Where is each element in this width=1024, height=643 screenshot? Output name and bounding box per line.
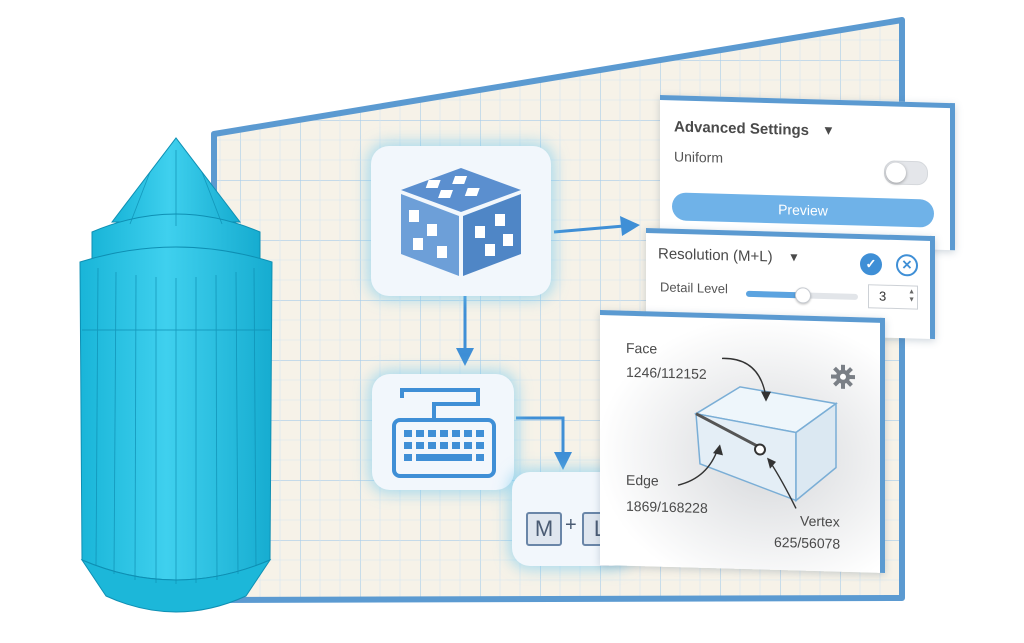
box-diagram bbox=[677, 357, 838, 509]
resolution-title[interactable]: Resolution (M+L) bbox=[658, 245, 773, 266]
keyboard-icon bbox=[392, 388, 496, 478]
keyboard-icon-card bbox=[372, 374, 514, 490]
detail-level-stepper[interactable]: 3 ▲▼ bbox=[868, 284, 918, 310]
close-icon[interactable]: ✕ bbox=[896, 253, 918, 277]
detail-level-slider[interactable] bbox=[746, 287, 858, 304]
uniform-toggle[interactable] bbox=[884, 160, 928, 186]
detail-level-label: Detail Level bbox=[660, 279, 728, 297]
uniform-label: Uniform bbox=[674, 148, 724, 166]
cube-icon-card bbox=[371, 146, 551, 296]
cube-icon bbox=[401, 168, 521, 276]
caret-down-icon[interactable]: ▼ bbox=[788, 249, 800, 265]
stepper-arrows-icon[interactable]: ▲▼ bbox=[908, 288, 915, 304]
caret-down-icon[interactable]: ▼ bbox=[822, 122, 835, 138]
cylinder-model bbox=[79, 137, 273, 613]
key-m: M bbox=[526, 512, 562, 546]
detail-level-value[interactable]: 3 bbox=[879, 288, 887, 304]
advanced-settings-panel: Advanced Settings ▼ Uniform Preview bbox=[660, 95, 955, 251]
slider-fill bbox=[746, 290, 802, 299]
toggle-knob bbox=[886, 162, 906, 183]
key-plus: + bbox=[565, 514, 577, 536]
advanced-settings-title[interactable]: Advanced Settings bbox=[674, 118, 810, 140]
check-icon[interactable]: ✓ bbox=[860, 252, 882, 276]
mesh-info-panel: Face 1246/112152 Edge 1869/168228 Vertex… bbox=[600, 310, 885, 573]
gear-icon[interactable] bbox=[828, 361, 858, 392]
preview-button[interactable]: Preview bbox=[672, 192, 934, 228]
slider-handle[interactable] bbox=[795, 287, 811, 304]
